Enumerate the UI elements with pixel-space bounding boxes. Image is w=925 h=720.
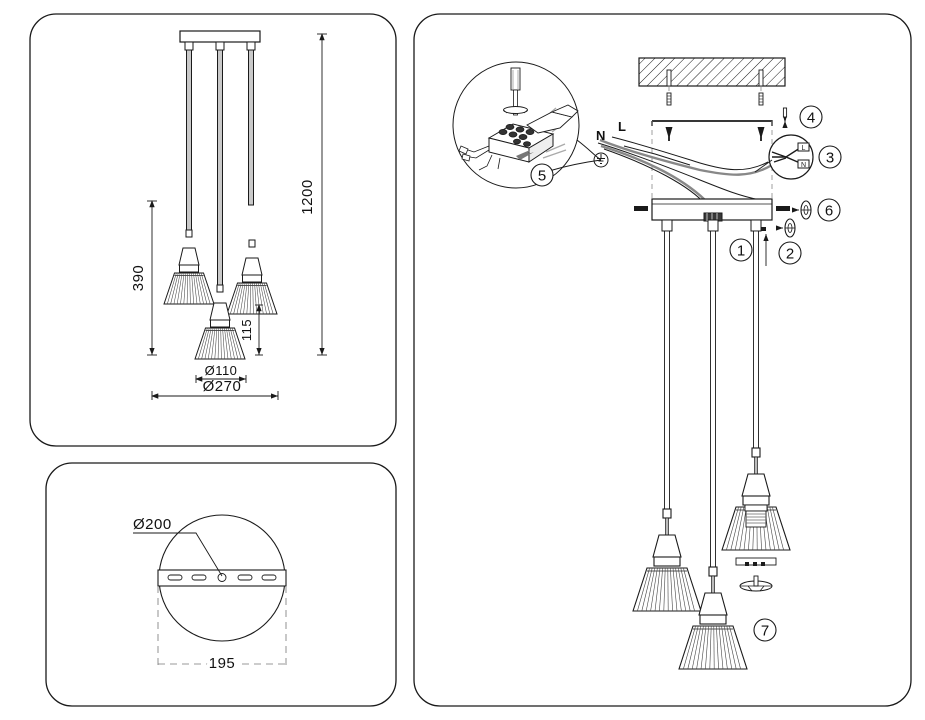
dimension-d200-label: Ø200 xyxy=(133,516,172,533)
dimension-1200-label: 1200 xyxy=(299,179,316,214)
lamp-socket-thread xyxy=(744,504,768,528)
mounting-bracket xyxy=(157,569,287,587)
screw-callout-4 xyxy=(782,107,788,129)
callout-1-label: 1 xyxy=(737,243,745,260)
dimension-d110: Ø110 xyxy=(195,363,247,383)
detail-bubble-3: L N xyxy=(754,134,814,180)
dimension-390-label: 390 xyxy=(130,265,147,292)
callout-4-label: 4 xyxy=(807,110,815,127)
nut-callout-6 xyxy=(791,200,812,220)
callout-5[interactable]: 5 xyxy=(530,163,554,187)
callout-7-label: 7 xyxy=(761,623,769,640)
callout-4[interactable]: 4 xyxy=(799,105,823,129)
callout-3[interactable]: 3 xyxy=(818,145,842,169)
plan-drawing: Ø200 195 xyxy=(133,514,287,675)
wire-label-l: L xyxy=(618,119,626,134)
callout-7[interactable]: 7 xyxy=(753,618,777,642)
nut-callout-2 xyxy=(775,218,796,238)
assembly-drawing: N L xyxy=(452,57,842,670)
callout-2[interactable]: 2 xyxy=(778,241,802,265)
dimension-d270: Ø270 xyxy=(151,378,279,400)
callout-2-label: 2 xyxy=(786,246,794,263)
pliers-icon xyxy=(526,104,579,134)
dimension-d270-label: Ø270 xyxy=(203,378,242,395)
dimension-1200: 1200 xyxy=(299,33,327,356)
fixing-nut xyxy=(739,575,773,592)
ceiling-slab xyxy=(638,57,786,87)
grey-arrow-bottom xyxy=(516,150,534,160)
canopy-body xyxy=(634,198,790,232)
svg-text:N: N xyxy=(801,162,806,169)
dimension-d110-label: Ø110 xyxy=(205,363,238,378)
callout-6-label: 6 xyxy=(825,203,833,220)
elevation-drawing: 1200 390 115 Ø110 Ø270 xyxy=(130,30,327,400)
assembly-shade-right xyxy=(721,447,791,592)
callout-1[interactable]: 1 xyxy=(729,238,753,262)
elevation-panel xyxy=(29,13,397,447)
callout-5-label: 5 xyxy=(538,168,546,185)
shade-ring xyxy=(735,557,777,566)
dimension-115-label: 115 xyxy=(239,319,254,341)
assembly-panel xyxy=(413,13,912,707)
connector-terminal-n: N xyxy=(797,159,810,169)
dimension-195-label: 195 xyxy=(209,655,236,672)
screwdriver-icon xyxy=(503,67,528,116)
dimension-115: 115 xyxy=(239,304,263,356)
dimension-195: 195 xyxy=(157,586,287,675)
svg-text:L: L xyxy=(802,145,806,152)
connector-terminal-l: L xyxy=(797,142,810,152)
dimension-d200: Ø200 xyxy=(133,516,223,577)
dimension-390: 390 xyxy=(130,200,157,356)
wall-plug-right xyxy=(758,92,764,106)
wall-plug-left xyxy=(666,92,672,106)
callout-3-label: 3 xyxy=(826,150,834,167)
detail-bubble-5 xyxy=(452,61,602,189)
canopy-bar xyxy=(179,30,261,51)
wire-label-n: N xyxy=(596,128,605,143)
callout-6[interactable]: 6 xyxy=(817,198,841,222)
